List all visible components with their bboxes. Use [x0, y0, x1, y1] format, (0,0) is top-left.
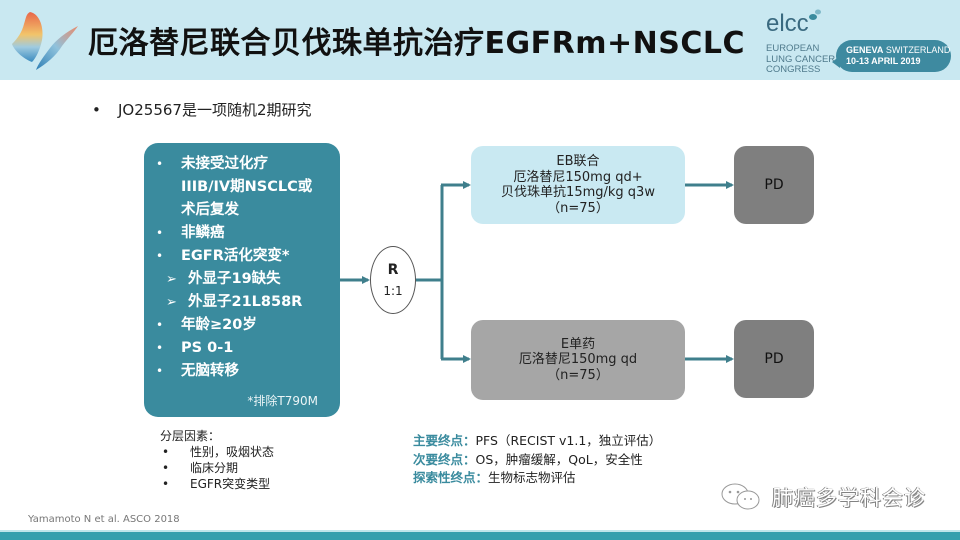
randomization-label: R	[387, 262, 399, 278]
criteria-subitem: ➢ 外显子21L858R	[156, 291, 332, 314]
arm-sample-size: （n=75）	[547, 200, 609, 216]
criteria-text: 未接受过化疗	[181, 156, 268, 172]
endpoint-label: 探索性终点：	[413, 470, 489, 485]
elcc-subtitle-line: CONGRESS	[766, 64, 821, 75]
stratification-text: 临床分期	[190, 461, 239, 475]
arm-regimen-line: 厄洛替尼150mg qd	[518, 352, 638, 368]
criteria-item: • 非鳞癌	[156, 222, 332, 245]
butterfly-logo-icon	[12, 12, 78, 70]
endpoint-label: 次要终点：	[413, 451, 476, 467]
elcc-logo-dots-icon	[809, 9, 821, 20]
arm-sample-size: （n=75）	[547, 367, 609, 383]
intro-text: JO25567是一项随机2期研究	[118, 101, 312, 119]
arm-name: E单药	[560, 336, 596, 352]
stratification-text: 性别，吸烟状态	[190, 445, 275, 459]
footer-line	[0, 530, 960, 532]
stratification-item: • 临床分期	[160, 460, 274, 476]
location-country: SWITZERLAND	[883, 45, 951, 55]
citation: Yamamoto N et al. ASCO 2018	[28, 514, 180, 525]
endpoint-text: PFS（RECIST v1.1，独立评估）	[475, 433, 662, 448]
stratification-item: • 性别，吸烟状态	[160, 444, 274, 460]
criteria-item: IIIB/IV期NSCLC或	[156, 176, 332, 199]
intro-bullet: • JO25567是一项随机2期研究	[92, 99, 312, 120]
conference-dates: 10-13 APRIL 2019	[846, 55, 921, 66]
randomization-ratio: 1:1	[383, 284, 403, 298]
inclusion-criteria-box: • 未接受过化疗 IIIB/IV期NSCLC或 术后复发 • 非鳞癌 • EGFR活化…	[144, 143, 340, 417]
criteria-text: 外显子21L858R	[188, 294, 303, 310]
bullet-marker: •	[156, 157, 164, 171]
pd-box-eb: PD	[734, 146, 814, 224]
criteria-text: 年龄≥20岁	[181, 317, 257, 333]
elcc-logo-text: elcc	[766, 10, 809, 37]
criteria-text: PS 0-1	[181, 340, 234, 356]
stratification-title: 分层因素：	[160, 429, 221, 443]
arm-regimen-line: 贝伐珠单抗15mg/kg q3w	[501, 185, 655, 200]
footer-bar	[0, 532, 960, 540]
bullet-marker: •	[156, 364, 164, 378]
bullet-marker: •	[156, 249, 164, 263]
criteria-item: • 年龄≥20岁	[156, 314, 332, 337]
location-badge-tail	[832, 56, 840, 68]
stratification-factors: 分层因素： • 性别，吸烟状态 • 临床分期 • EGFR突变类型	[160, 428, 274, 492]
arm-e-monotherapy: E单药 厄洛替尼150mg qd （n=75）	[471, 320, 685, 400]
watermark-text: 肺癌多学科会诊	[772, 486, 926, 510]
bullet-marker: •	[162, 445, 170, 459]
criteria-item: 术后复发	[156, 199, 332, 222]
pd-label: PD	[764, 351, 784, 367]
criteria-item: • 未接受过化疗	[156, 153, 332, 176]
arm-eb-combination: EB联合 厄洛替尼150mg qd+ 贝伐珠单抗15mg/kg q3w （n=7…	[471, 146, 685, 224]
criteria-text: 非鳞癌	[181, 225, 225, 241]
location-badge: GENEVA SWITZERLAND 10-13 APRIL 2019	[836, 40, 951, 72]
study-endpoints: 主要终点：PFS（RECIST v1.1，独立评估） 次要终点：OS，肿瘤缓解，…	[413, 432, 661, 488]
endpoint-primary: 主要终点：PFS（RECIST v1.1，独立评估）	[413, 432, 661, 451]
criteria-text: 术后复发	[181, 202, 239, 218]
stratification-item: • EGFR突变类型	[160, 476, 274, 492]
pd-label: PD	[764, 177, 784, 193]
endpoint-secondary: 次要终点：OS，肿瘤缓解，QoL，安全性	[413, 451, 661, 470]
bullet-marker: •	[156, 226, 164, 240]
slide-title: 厄洛替尼联合贝伐珠单抗治疗EGFRm+NSCLC	[88, 26, 745, 61]
criteria-subitem: ➢ 外显子19缺失	[156, 268, 332, 291]
arrow-bullet-icon: ➢	[166, 295, 177, 310]
bullet-marker: •	[156, 318, 164, 332]
criteria-text: IIIB/IV期NSCLC或	[181, 179, 313, 195]
criteria-text: 外显子19缺失	[188, 271, 281, 287]
bullet-marker: •	[156, 341, 164, 355]
endpoint-label: 主要终点：	[413, 433, 476, 448]
criteria-footnote: *排除T790M	[247, 394, 318, 408]
bullet-marker: •	[92, 101, 101, 119]
bullet-marker: •	[162, 477, 170, 491]
arrow-bullet-icon: ➢	[166, 272, 177, 287]
stratification-text: EGFR突变类型	[190, 477, 271, 491]
wechat-icon	[721, 483, 760, 510]
criteria-item: • 无脑转移	[156, 360, 332, 383]
elcc-subtitle-line: EUROPEAN	[766, 43, 820, 54]
pd-box-e: PD	[734, 320, 814, 398]
criteria-text: EGFR活化突变*	[181, 248, 290, 264]
location-city: GENEVA	[846, 45, 884, 55]
criteria-text: 无脑转移	[181, 363, 239, 379]
slide-header: 厄洛替尼联合贝伐珠单抗治疗EGFRm+NSCLC elcc EUROPEAN L…	[0, 0, 960, 80]
arm-name: EB联合	[556, 154, 600, 169]
endpoint-text: 生物标志物评估	[488, 470, 576, 485]
bullet-marker: •	[162, 461, 170, 475]
endpoint-text: OS，肿瘤缓解，QoL，安全性	[475, 451, 643, 467]
elcc-subtitle-line: LUNG CANCER	[766, 53, 836, 65]
arm-regimen-line: 厄洛替尼150mg qd+	[513, 169, 643, 185]
wechat-watermark: 肺癌多学科会诊	[720, 482, 926, 512]
endpoint-exploratory: 探索性终点：生物标志物评估	[413, 469, 661, 488]
criteria-item: • PS 0-1	[156, 337, 332, 360]
elcc-subtitle: EUROPEAN LUNG CANCER CONGRESS	[766, 43, 836, 76]
randomization-node: R 1:1	[370, 246, 416, 314]
criteria-item: • EGFR活化突变*	[156, 245, 332, 268]
